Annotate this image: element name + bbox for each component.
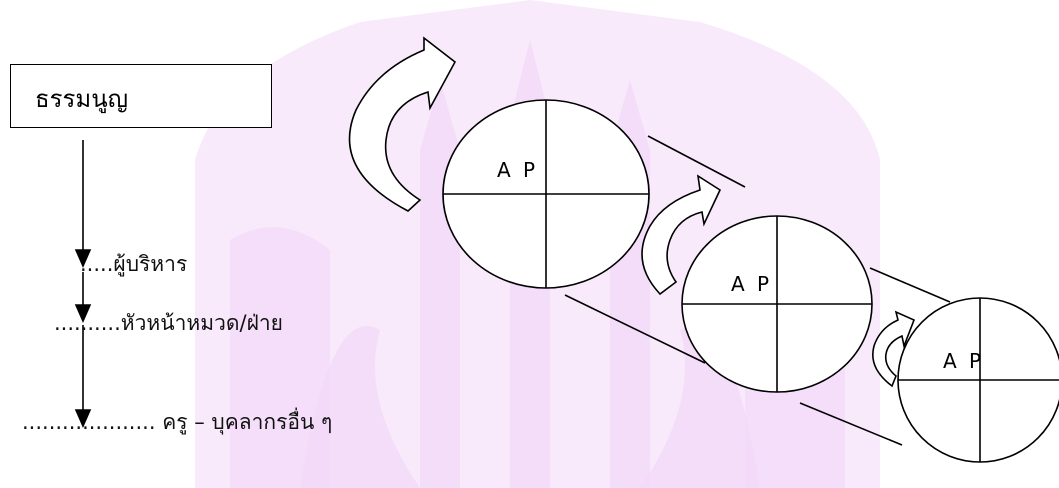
- connector-1-top: [647, 135, 746, 188]
- arrow-head-1: [74, 249, 92, 268]
- level-department-head-label: หัวหน้าหมวด/ฝ่าย: [120, 311, 283, 335]
- level-teachers: .................... ครู – บุคลากรอื่น ๆ: [22, 410, 333, 434]
- connector-2-top: [869, 267, 951, 303]
- cycle-label-1: A P: [497, 158, 539, 182]
- cycle-circle-1: [442, 99, 650, 289]
- arrow-head-3: [74, 409, 92, 428]
- level-executive-label: ผู้บริหาร: [113, 252, 188, 276]
- level-executive: .....ผู้บริหาร: [80, 252, 188, 276]
- rotation-arrow-1: [348, 36, 457, 212]
- level-department-head: ..........หัวหน้าหมวด/ฝ่าย: [54, 311, 283, 335]
- connector-1-bottom: [564, 294, 706, 364]
- rotation-arrow-3: [872, 310, 916, 388]
- rotation-arrow-2: [641, 174, 722, 296]
- cycle-circle-2: [681, 215, 873, 393]
- connector-2-bottom: [799, 402, 903, 446]
- cycle-circle-3: [897, 297, 1059, 463]
- arrow-head-2: [74, 304, 92, 323]
- charter-box: ธรรมนูญ: [10, 64, 272, 128]
- charter-label: ธรรมนูญ: [35, 85, 129, 113]
- level-teachers-label: ครู – บุคลากรอื่น ๆ: [162, 410, 333, 434]
- cycle-label-2: A P: [731, 272, 773, 296]
- cycle-label-3: A P: [943, 349, 985, 373]
